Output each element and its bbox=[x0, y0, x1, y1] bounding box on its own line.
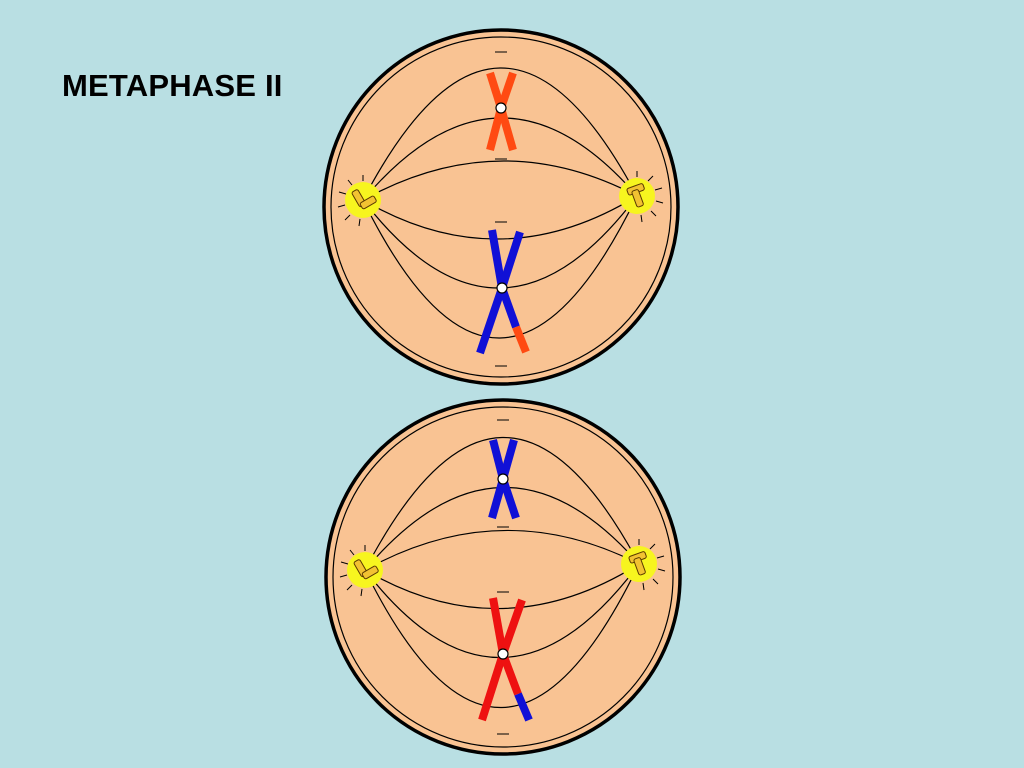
centromere bbox=[495, 102, 507, 114]
centromere bbox=[497, 648, 509, 660]
chromosome-red bbox=[478, 597, 533, 722]
chromosome-blue bbox=[476, 229, 530, 355]
polar-tick-marks bbox=[495, 51, 507, 367]
polar-tick-marks bbox=[497, 419, 509, 735]
slide-title: METAPHASE II bbox=[62, 68, 283, 103]
cell-bottom bbox=[324, 398, 682, 756]
centrosome-right bbox=[621, 539, 666, 591]
centrosome-right bbox=[619, 171, 664, 223]
centromere bbox=[497, 473, 509, 485]
chromosome-orange bbox=[486, 71, 517, 152]
cell-inner-membrane bbox=[332, 406, 674, 748]
chromosome-blue bbox=[488, 438, 520, 520]
cell-membrane bbox=[322, 28, 680, 386]
centromere bbox=[496, 282, 508, 294]
cell-inner-membrane bbox=[330, 36, 672, 378]
spindle-fibers bbox=[364, 436, 640, 708]
cell-membrane bbox=[324, 398, 682, 756]
centrosome-left bbox=[337, 175, 381, 227]
centrosome-left bbox=[339, 545, 383, 597]
cell-top bbox=[322, 28, 680, 386]
